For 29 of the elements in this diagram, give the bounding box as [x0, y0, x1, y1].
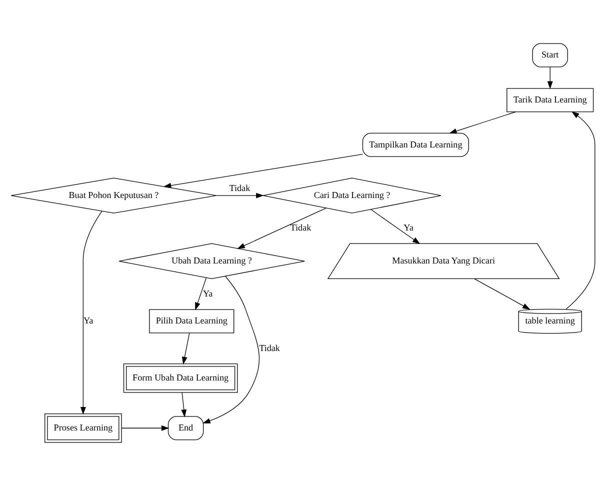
arrow [80, 210, 102, 415]
arrow [181, 392, 187, 418]
node-box: Pilih Data Learning [149, 309, 234, 334]
node-box: Tarik Data Learning [506, 88, 594, 112]
node-box: Form Ubah Data Learning [123, 364, 238, 393]
edge-label: Ya [203, 288, 213, 298]
node-box: Start [532, 43, 568, 68]
arrow [566, 111, 596, 310]
arrow [195, 278, 207, 310]
arrow [121, 425, 170, 431]
edge-label: Ya [84, 316, 94, 326]
edge-label: Ya [404, 222, 414, 233]
arrow [216, 192, 264, 198]
edge-label: Tidak [229, 183, 250, 194]
arrow [182, 332, 190, 365]
node-diamond: Buat Pohon Keputusan ? [10, 178, 217, 214]
arrow [202, 276, 260, 424]
arrow [474, 278, 530, 310]
node-box: Proses Learning [44, 414, 122, 443]
edge-label: Tidak [259, 342, 280, 353]
node-diamond: Cari Data Learning ? [262, 178, 442, 214]
arrow [547, 66, 553, 90]
node-box: Tampilkan Data Learning [362, 132, 469, 157]
arrow [448, 112, 516, 134]
arrow [370, 209, 420, 244]
node-box: End [168, 416, 204, 440]
arrow [163, 154, 364, 188]
arrow [237, 208, 326, 249]
edge-label: Tidak [290, 222, 312, 233]
